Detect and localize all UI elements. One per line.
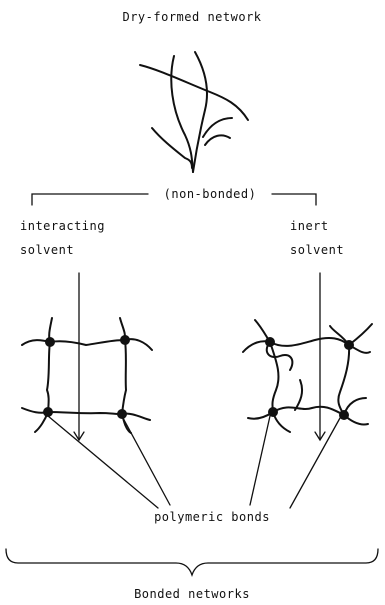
bond-leader-lines xyxy=(48,416,340,508)
inert-solvent-label: solvent xyxy=(290,243,344,257)
bond-node xyxy=(117,409,127,419)
diagram-title: Dry-formed network xyxy=(122,10,261,24)
bond-node xyxy=(339,410,349,420)
interacting-label: interacting xyxy=(20,219,105,233)
bonded-networks-brace xyxy=(6,549,378,575)
left-arrow xyxy=(74,273,84,440)
inert-label: inert xyxy=(290,219,329,233)
bond-node xyxy=(120,335,130,345)
dry-formed-network xyxy=(140,52,248,172)
bond-node xyxy=(265,337,275,347)
right-bonded-network xyxy=(243,320,372,432)
left-bonded-network xyxy=(22,318,152,433)
non-bonded-label: (non-bonded) xyxy=(164,187,257,201)
bond-node xyxy=(268,407,278,417)
polymeric-bonds-label: polymeric bonds xyxy=(154,510,270,524)
right-arrow xyxy=(315,273,325,440)
bond-node xyxy=(45,337,55,347)
bond-node xyxy=(344,340,354,350)
bonded-networks-label: Bonded networks xyxy=(134,587,250,601)
interacting-solvent-label: solvent xyxy=(20,243,74,257)
